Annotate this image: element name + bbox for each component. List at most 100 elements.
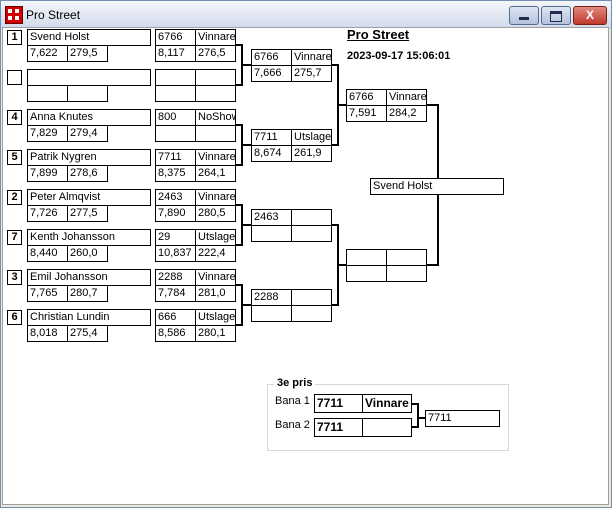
heat-result[interactable]: Vinnare [195,29,236,46]
r2-speed[interactable] [291,225,332,242]
seed-badge[interactable]: 1 [7,30,22,45]
opponent-reaction-time[interactable]: 8,586 [155,325,196,342]
reaction-time[interactable]: 8,018 [27,325,68,342]
final-winner[interactable]: Svend Holst [370,178,504,195]
seed-badge[interactable]: 7 [7,230,22,245]
maximize-icon [550,11,562,22]
opponent-id[interactable]: 800 [155,109,196,126]
heat-result[interactable]: Utslagen [195,309,236,326]
r2-speed[interactable]: 275,7 [291,65,332,82]
reaction-time[interactable]: 8,440 [27,245,68,262]
heat-result[interactable] [195,69,236,86]
driver-name[interactable]: Christian Lundin [27,309,151,326]
r2-id[interactable]: 6766 [251,49,292,66]
third-place-winner[interactable]: 7711 [425,410,500,427]
seed-badge[interactable] [7,70,22,85]
opponent-speed[interactable]: 280,5 [195,205,236,222]
reaction-time[interactable]: 7,899 [27,165,68,182]
maximize-button[interactable] [541,6,571,25]
reaction-time[interactable]: 7,765 [27,285,68,302]
top-speed[interactable]: 278,6 [67,165,108,182]
r3-id[interactable]: 6766 [346,89,387,106]
opponent-id[interactable]: 2288 [155,269,196,286]
close-button[interactable]: X [573,6,607,25]
opponent-speed[interactable] [195,125,236,142]
heat-result[interactable]: Utslagen [195,229,236,246]
r3-speed[interactable] [386,265,427,282]
heat-result[interactable]: Vinnare [195,189,236,206]
opponent-reaction-time[interactable]: 8,117 [155,45,196,62]
bracket-line [437,195,439,266]
r2-id[interactable]: 2288 [251,289,292,306]
r3-id[interactable] [346,249,387,266]
r2-result[interactable]: Utslagen [291,129,332,146]
driver-name[interactable]: Emil Johansson [27,269,151,286]
seed-badge[interactable]: 4 [7,110,22,125]
heat-result[interactable]: Vinnare [195,149,236,166]
reaction-time[interactable]: 7,622 [27,45,68,62]
opponent-id[interactable]: 2463 [155,189,196,206]
opponent-speed[interactable] [195,85,236,102]
third-lane2-result[interactable] [362,418,412,437]
r2-result[interactable] [291,209,332,226]
r2-reaction-time[interactable] [251,305,292,322]
top-speed[interactable]: 280,7 [67,285,108,302]
r2-id[interactable]: 2463 [251,209,292,226]
third-lane1-result[interactable]: Vinnare [362,394,412,413]
top-speed[interactable] [67,85,108,102]
driver-name[interactable] [27,69,151,86]
heat-result[interactable]: Vinnare [195,269,236,286]
seed-badge[interactable]: 2 [7,190,22,205]
opponent-reaction-time[interactable] [155,125,196,142]
opponent-reaction-time[interactable]: 10,837 [155,245,196,262]
heat-result[interactable]: NoShow [195,109,236,126]
opponent-reaction-time[interactable] [155,85,196,102]
opponent-speed[interactable]: 276,5 [195,45,236,62]
seed-badge[interactable]: 5 [7,150,22,165]
opponent-id[interactable] [155,69,196,86]
r2-reaction-time[interactable] [251,225,292,242]
opponent-speed[interactable]: 280,1 [195,325,236,342]
top-speed[interactable]: 277,5 [67,205,108,222]
minimize-button[interactable] [509,6,539,25]
driver-name[interactable]: Peter Almqvist [27,189,151,206]
top-speed[interactable]: 260,0 [67,245,108,262]
reaction-time[interactable]: 7,726 [27,205,68,222]
r2-reaction-time[interactable]: 8,674 [251,145,292,162]
third-lane1-id[interactable]: 7711 [314,394,364,413]
opponent-reaction-time[interactable]: 7,784 [155,285,196,302]
r2-id[interactable]: 7711 [251,129,292,146]
opponent-id[interactable]: 6766 [155,29,196,46]
title-bar[interactable]: Pro Street X [1,1,611,28]
opponent-reaction-time[interactable]: 7,890 [155,205,196,222]
opponent-id[interactable]: 7711 [155,149,196,166]
r3-result[interactable] [386,249,427,266]
reaction-time[interactable] [27,85,68,102]
r2-speed[interactable] [291,305,332,322]
top-speed[interactable]: 275,4 [67,325,108,342]
r3-reaction-time[interactable]: 7,591 [346,105,387,122]
top-speed[interactable]: 279,4 [67,125,108,142]
opponent-id[interactable]: 29 [155,229,196,246]
opponent-speed[interactable]: 264,1 [195,165,236,182]
opponent-id[interactable]: 666 [155,309,196,326]
r3-result[interactable]: Vinnare [386,89,427,106]
third-lane2-id[interactable]: 7711 [314,418,364,437]
r2-reaction-time[interactable]: 7,666 [251,65,292,82]
driver-name[interactable]: Svend Holst [27,29,151,46]
opponent-speed[interactable]: 222,4 [195,245,236,262]
driver-name[interactable]: Patrik Nygren [27,149,151,166]
top-speed[interactable]: 279,5 [67,45,108,62]
reaction-time[interactable]: 7,829 [27,125,68,142]
r2-result[interactable] [291,289,332,306]
r2-result[interactable]: Vinnare [291,49,332,66]
driver-name[interactable]: Kenth Johansson [27,229,151,246]
r2-speed[interactable]: 261,9 [291,145,332,162]
seed-badge[interactable]: 3 [7,270,22,285]
driver-name[interactable]: Anna Knutes [27,109,151,126]
opponent-speed[interactable]: 281,0 [195,285,236,302]
r3-speed[interactable]: 284,2 [386,105,427,122]
r3-reaction-time[interactable] [346,265,387,282]
opponent-reaction-time[interactable]: 8,375 [155,165,196,182]
seed-badge[interactable]: 6 [7,310,22,325]
